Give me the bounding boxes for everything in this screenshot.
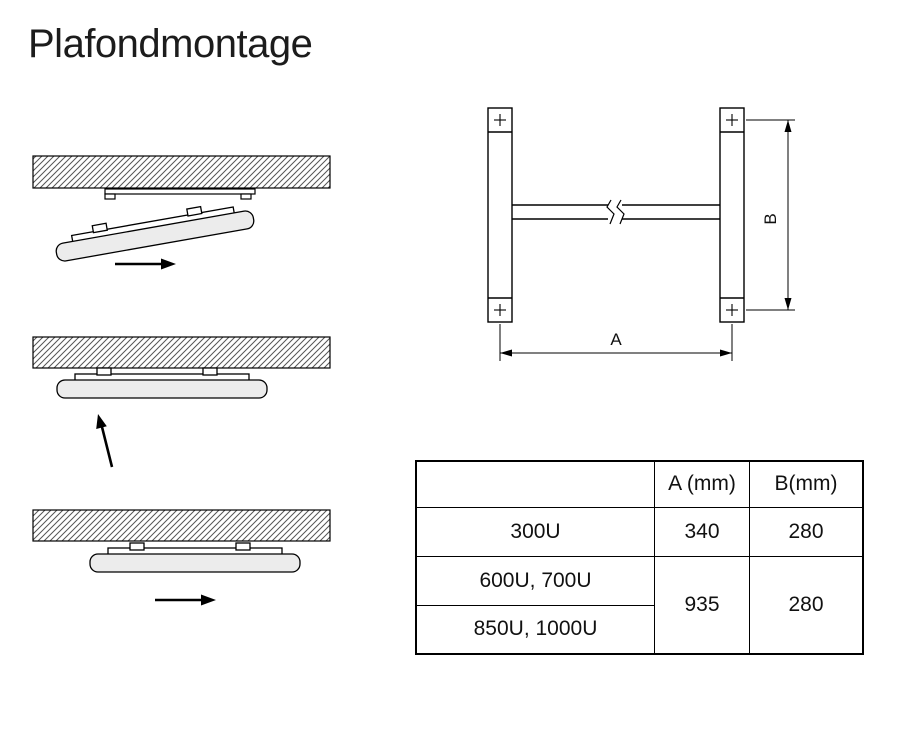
table-cell-model: 600U, 700U	[415, 555, 655, 606]
table-cell-model: 850U, 1000U	[415, 604, 655, 655]
screw-hole-icon	[726, 114, 738, 316]
dimension-b: B	[746, 119, 795, 311]
table-row: 300U 340 280	[415, 506, 864, 557]
dimension-a: A	[499, 324, 733, 361]
dimensions-table: A (mm) B(mm) 300U 340 280 600U, 700U 935…	[415, 460, 864, 655]
table-row: 600U, 700U 935 280	[415, 555, 864, 655]
page-title: Plafondmontage	[28, 22, 313, 66]
table-cell-b: 280	[749, 555, 864, 655]
ceiling-rail	[104, 188, 256, 200]
table-cell-a: 935	[654, 555, 750, 655]
heater-panel	[55, 205, 255, 262]
ceiling-hatch	[32, 509, 331, 542]
break-mark-icon	[606, 199, 615, 225]
mounting-step-2-diagram	[32, 336, 331, 468]
table-header-a: A (mm)	[654, 460, 750, 508]
table-cell-a: 340	[654, 506, 750, 557]
ceiling-hatch	[32, 155, 331, 189]
mounting-step-1-diagram	[32, 155, 331, 270]
dimension-b-label: B	[761, 213, 780, 224]
table-cell-model: 300U	[415, 506, 655, 557]
dimension-a-label: A	[610, 330, 622, 349]
table-row: 850U, 1000U	[415, 604, 863, 655]
right-bracket	[719, 107, 745, 323]
arrow-right-icon	[155, 594, 216, 606]
arrow-up-icon	[96, 414, 114, 468]
bracket-dimension-drawing: B A	[487, 107, 795, 361]
mounting-step-3-diagram	[32, 509, 331, 606]
arrow-right-icon	[115, 258, 176, 270]
heater-panel	[56, 367, 268, 399]
table-header-model	[415, 460, 655, 508]
heater-panel	[89, 542, 301, 573]
table-cell-b: 280	[749, 506, 864, 557]
table-header-b: B(mm)	[749, 460, 864, 508]
left-bracket	[487, 107, 513, 323]
screw-hole-icon	[494, 114, 506, 316]
connecting-bar	[512, 199, 720, 225]
break-mark-icon	[616, 199, 625, 225]
ceiling-hatch	[32, 336, 331, 369]
